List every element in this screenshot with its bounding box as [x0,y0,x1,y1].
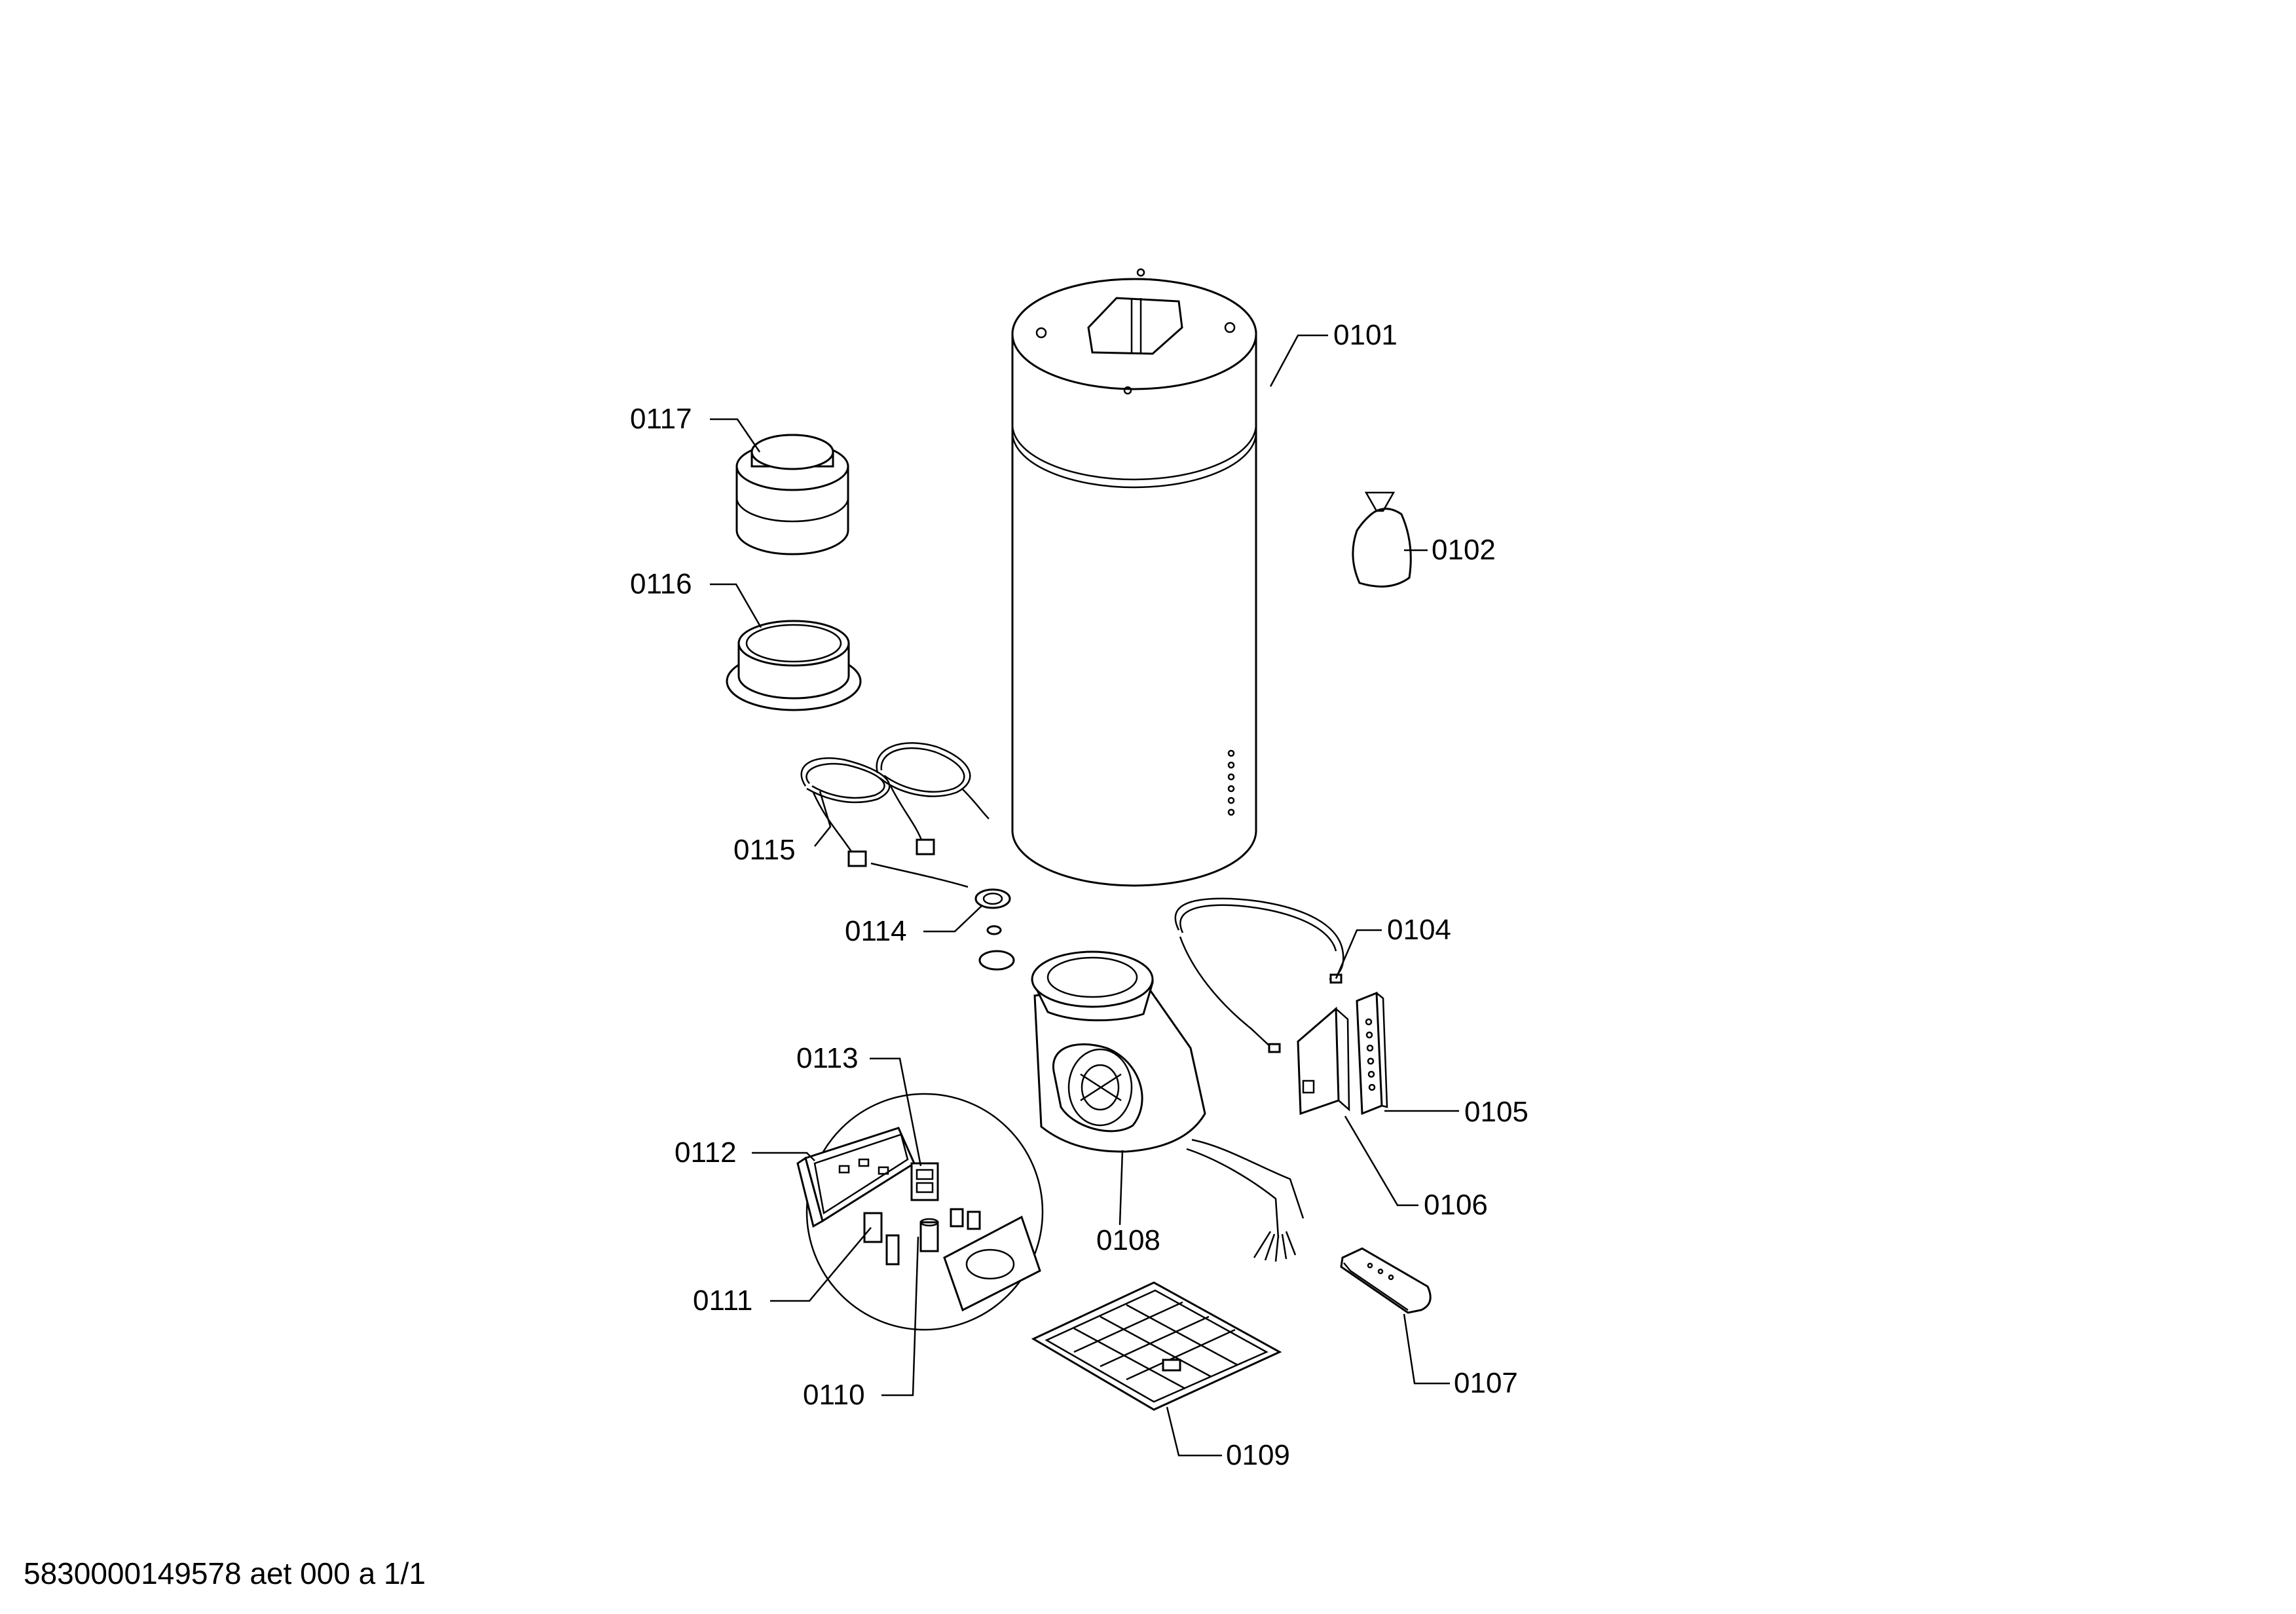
label-0110: 0110 [803,1379,865,1411]
part-0116-flange-ring [726,620,862,711]
label-0101: 0101 [1333,319,1398,351]
part-0107-remote-control [1340,1247,1432,1314]
part-labels: 0101 0102 0104 0105 0106 0107 0108 0109 … [630,319,1528,1471]
control-button-column [1227,749,1235,816]
part-0110-capacitor [919,1218,939,1252]
label-0102: 0102 [1432,534,1496,566]
label-0104: 0104 [1387,914,1451,946]
label-0107: 0107 [1454,1367,1518,1399]
document-reference-footer: 5830000149578 aet 000 a 1/1 [24,1556,426,1590]
leader-lines [710,334,1459,1457]
part-0102-bag [1352,491,1412,588]
part-0101-chimney-body [1011,268,1257,887]
part-0105-control-panel [1356,991,1388,1116]
label-0117: 0117 [630,403,692,435]
label-0112: 0112 [675,1136,737,1169]
label-0105: 0105 [1464,1096,1528,1128]
part-0117-reducer-ring [735,434,849,555]
part-0110-0113-electronics-detail [796,1093,1044,1331]
label-0114: 0114 [845,915,907,947]
label-0115: 0115 [733,834,796,866]
part-0113-circuit-board [910,1162,939,1201]
part-0106-bracket [1297,1006,1350,1116]
part-0111-relay [863,1212,900,1266]
label-0109: 0109 [1226,1439,1290,1471]
label-0113: 0113 [796,1042,859,1074]
part-0108-blower-motor [1031,950,1305,1262]
part-0109-grease-filter [1031,1281,1282,1411]
part-0112-control-housing [796,1127,916,1228]
label-0116: 0116 [630,568,692,600]
part-0114-rotary-switch [974,888,1015,971]
part-0115-wire-harness [800,742,990,888]
label-0108: 0108 [1096,1224,1160,1256]
label-0111: 0111 [693,1285,752,1317]
label-0106: 0106 [1424,1189,1488,1221]
